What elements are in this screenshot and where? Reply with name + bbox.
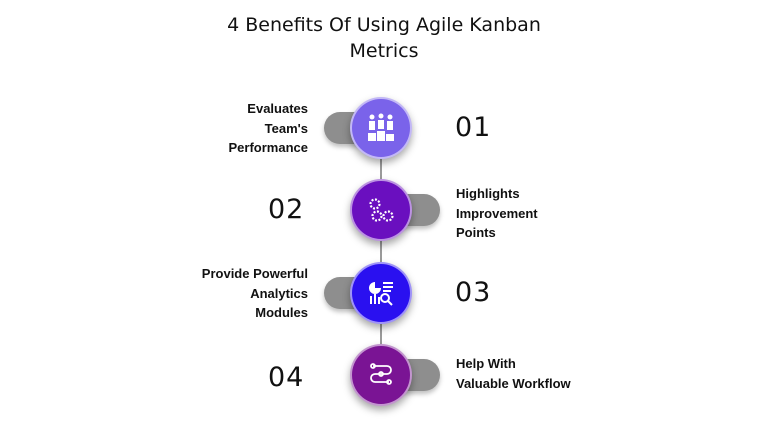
team-podium-icon bbox=[368, 113, 394, 141]
label-line: Evaluates bbox=[247, 101, 308, 116]
step-4-number: 04 bbox=[268, 362, 305, 393]
label-line: Help With bbox=[456, 356, 516, 371]
step-3-circle bbox=[350, 262, 412, 324]
step-3-number: 03 bbox=[455, 277, 492, 308]
label-line: Points bbox=[456, 225, 496, 240]
label-line: Team's bbox=[264, 120, 308, 136]
step-2-number: 02 bbox=[268, 194, 305, 225]
label-line: Highlights bbox=[456, 186, 520, 201]
connector-line bbox=[380, 130, 382, 375]
step-2-circle bbox=[350, 179, 412, 241]
label-line: Modules bbox=[255, 305, 308, 320]
gears-icon bbox=[369, 198, 394, 222]
step-4-circle bbox=[350, 344, 412, 406]
step-1-circle bbox=[350, 97, 412, 159]
label-line: Performance bbox=[228, 140, 308, 155]
label-line: Analytics bbox=[250, 285, 308, 301]
analytics-icon bbox=[369, 282, 393, 306]
step-1-number: 01 bbox=[455, 112, 492, 143]
label-line: Valuable Workflow bbox=[456, 375, 571, 391]
page-title: 4 Benefits Of Using Agile Kanban Metrics bbox=[227, 14, 541, 62]
workflow-icon bbox=[370, 363, 392, 385]
label-line: Improvement bbox=[456, 205, 538, 221]
label-line: Provide Powerful bbox=[201, 266, 308, 281]
